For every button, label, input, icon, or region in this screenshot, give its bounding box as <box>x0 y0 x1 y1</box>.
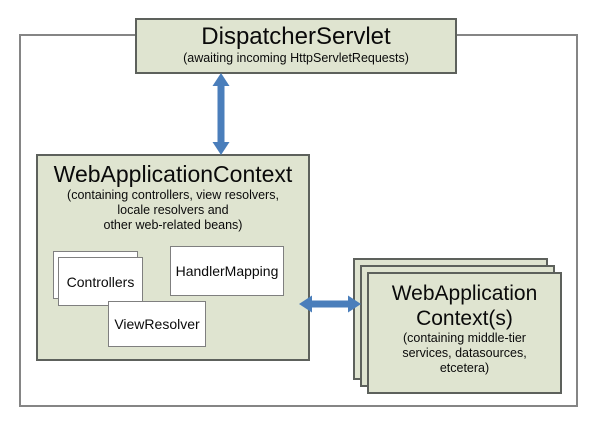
dispatcher-servlet-title: DispatcherServlet <box>201 23 391 50</box>
bidirectional-arrow-horizontal <box>299 295 361 313</box>
handler-mapping-label: HandlerMapping <box>175 263 279 279</box>
view-resolver-box: ViewResolver <box>108 301 206 347</box>
handler-mapping-box: HandlerMapping <box>170 246 284 296</box>
middle-tier-context-subtitle-line: etcetera) <box>439 361 490 375</box>
middle-tier-context-title: WebApplication Context(s) <box>369 281 560 331</box>
middle-tier-context-box: WebApplication Context(s) (containing mi… <box>367 272 562 394</box>
view-resolver-label: ViewResolver <box>114 316 200 332</box>
web-application-context-title: WebApplicationContext <box>53 161 293 187</box>
middle-tier-context-subtitle-line: services, datasources, <box>402 346 527 360</box>
middle-tier-context-title-line: WebApplication <box>391 282 538 305</box>
middle-tier-context-subtitle-line: (containing middle-tier <box>403 331 526 345</box>
dispatcher-servlet-box: DispatcherServlet (awaiting incoming Htt… <box>135 18 457 74</box>
dispatcher-servlet-subtitle: (awaiting incoming HttpServletRequests) <box>183 51 409 65</box>
controllers-label: Controllers <box>66 273 135 290</box>
web-application-context-box: WebApplicationContext (containing contro… <box>36 154 310 361</box>
web-application-context-subtitle-line: other web-related beans) <box>103 218 243 232</box>
web-application-context-subtitle-line: (containing controllers, view resolvers, <box>67 188 279 202</box>
controllers-box: Controllers <box>58 257 143 306</box>
bidirectional-arrow-vertical <box>212 73 230 155</box>
web-application-context-subtitle-line: locale resolvers and <box>117 203 229 217</box>
middle-tier-context-title-line: Context(s) <box>416 307 513 330</box>
